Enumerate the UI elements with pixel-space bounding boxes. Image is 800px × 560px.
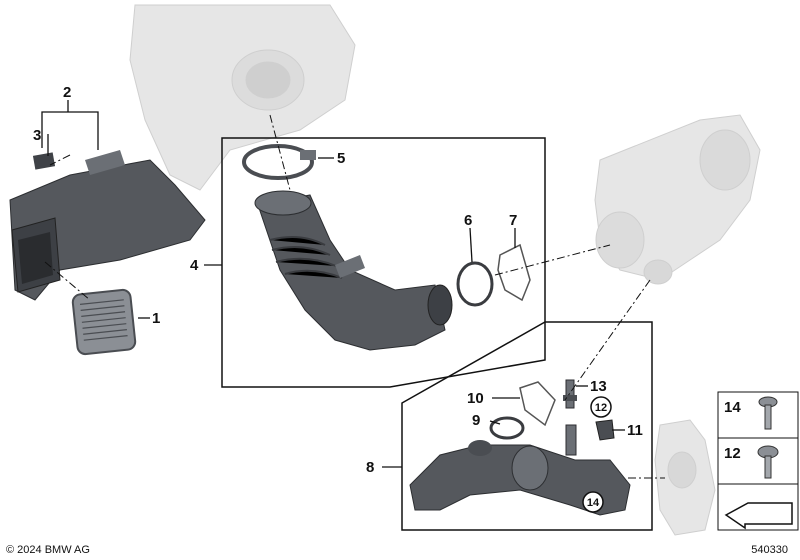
ghost-air-filter-housing bbox=[129, 4, 356, 191]
callout-2: 2 bbox=[63, 84, 71, 101]
bracket-part bbox=[595, 419, 615, 441]
document-number: 540330 bbox=[751, 544, 788, 556]
callout-4: 4 bbox=[190, 257, 199, 274]
group-box-4 bbox=[221, 137, 546, 388]
inlet-grille-part bbox=[71, 288, 137, 356]
callout-7: 7 bbox=[509, 212, 517, 229]
sensor-part bbox=[563, 379, 577, 409]
connection-lines bbox=[44, 114, 665, 479]
group-box-8 bbox=[401, 321, 653, 531]
intake-silencer-part bbox=[9, 150, 206, 301]
spring-clip-part bbox=[519, 381, 556, 427]
callout-10: 10 bbox=[467, 390, 484, 407]
callout-13: 13 bbox=[590, 378, 607, 395]
fastener-legend: 14 12 bbox=[717, 391, 799, 531]
ghost-throttle-body bbox=[654, 419, 716, 536]
legend-label-14: 14 bbox=[724, 399, 741, 416]
circled-callout-14: 14 bbox=[582, 491, 604, 513]
callout-8: 8 bbox=[366, 459, 374, 476]
gasket-ring-part bbox=[456, 261, 494, 307]
callout-5: 5 bbox=[337, 150, 345, 167]
direction-arrow-icon bbox=[724, 502, 793, 530]
copyright-notice: © 2024 BMW AG bbox=[6, 544, 90, 556]
svg-text:14: 14 bbox=[587, 497, 600, 509]
callout-6: 6 bbox=[464, 212, 472, 229]
ghost-turbocharger bbox=[594, 114, 761, 285]
leader-lines bbox=[41, 100, 625, 468]
intake-pipe-part bbox=[254, 190, 453, 351]
charge-air-pipe-part bbox=[409, 424, 631, 516]
o-ring-part bbox=[489, 416, 525, 440]
callout-1: 1 bbox=[152, 310, 160, 327]
legend-label-12: 12 bbox=[724, 445, 741, 462]
circled-callout-12: 12 bbox=[590, 396, 612, 418]
flange-screw-icon bbox=[757, 445, 779, 479]
wire-clip-part bbox=[497, 243, 531, 302]
svg-text:12: 12 bbox=[595, 402, 607, 414]
callout-3: 3 bbox=[33, 127, 41, 144]
callout-9: 9 bbox=[472, 412, 480, 429]
screw-icon bbox=[758, 396, 778, 430]
callout-11: 11 bbox=[627, 422, 643, 439]
